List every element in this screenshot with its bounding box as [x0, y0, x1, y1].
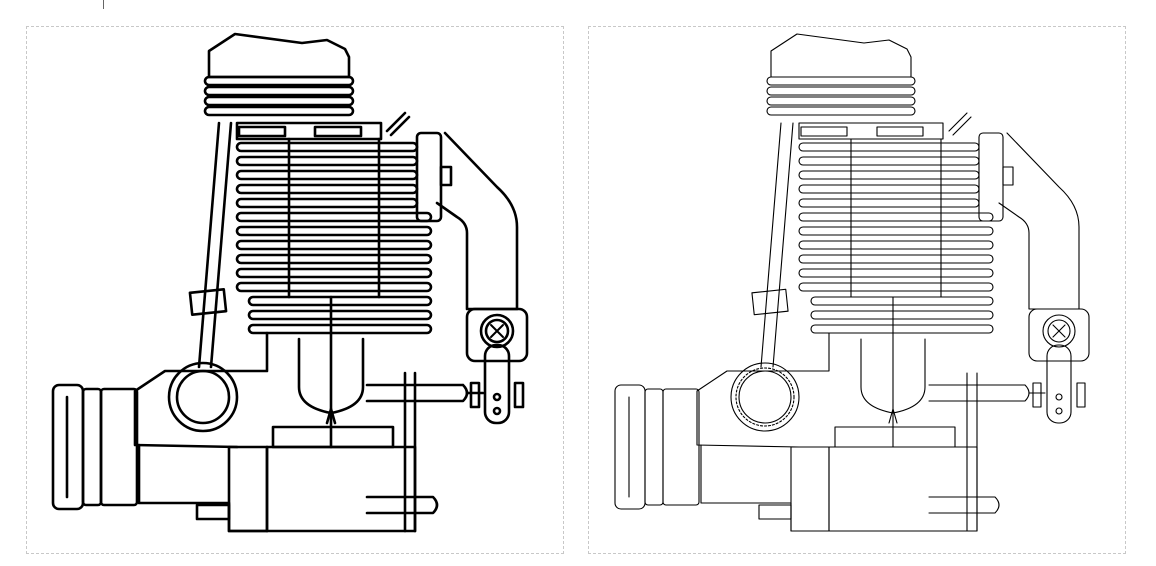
exhaust-flange [415, 131, 443, 223]
head-fins [203, 75, 355, 117]
drive-hub [51, 383, 139, 511]
exhaust-header [435, 131, 519, 311]
throttle-arm [483, 343, 511, 425]
rocker-box [235, 121, 383, 141]
glow-plug [325, 407, 337, 425]
cylinder-fins [235, 141, 433, 335]
rocker-box [798, 122, 944, 140]
pushrod-tube [197, 121, 221, 369]
engine-line-art-thin [614, 33, 1090, 532]
side-tube-upper [365, 383, 469, 403]
corner-tick-mark [103, 0, 104, 9]
needle-valve-knob [479, 313, 515, 349]
pushrod-collar [188, 287, 228, 317]
engine-drawing-thin [614, 33, 1090, 532]
engine-drawing-bold [51, 32, 529, 533]
cylinder-fins [798, 142, 994, 334]
top-slot-right [313, 125, 363, 138]
backplate [227, 445, 417, 533]
side-tube-lower [365, 495, 407, 515]
top-pin [385, 111, 407, 133]
engine-line-art [51, 32, 529, 533]
engine-drawing-panel-thin [588, 26, 1126, 554]
head-fins [766, 76, 916, 116]
head-cover [207, 32, 351, 79]
needle-valve-housing [465, 307, 529, 363]
sump-plate [271, 425, 395, 449]
head-cover [770, 33, 912, 78]
carburetor-body [167, 361, 239, 433]
drive-hub [614, 384, 700, 510]
carburetor-body [730, 362, 800, 432]
top-slot-left [237, 125, 287, 138]
engine-drawing-panel-bold [26, 26, 564, 554]
crankcase-body [133, 331, 269, 449]
